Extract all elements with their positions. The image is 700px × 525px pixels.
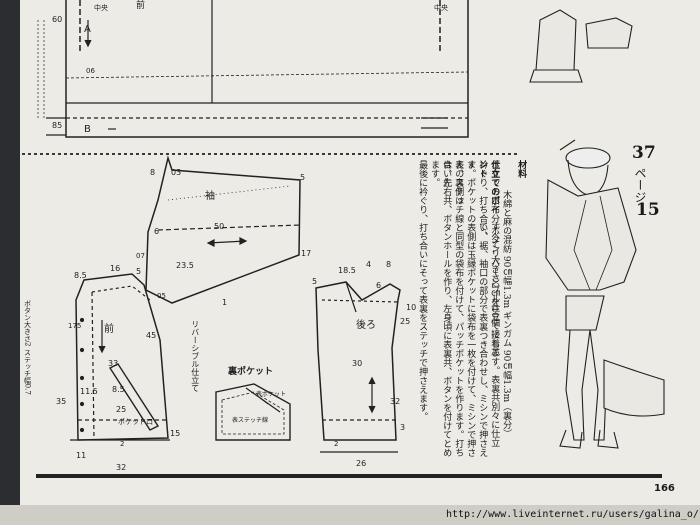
issue-page-word: ページ <box>633 167 647 203</box>
sleeve-dim-5: 5 <box>300 173 305 182</box>
sleeve-dim-05: 05 <box>157 292 166 300</box>
materials-heading: 材料 <box>516 160 527 178</box>
top-center-left-label: 中央 <box>94 3 108 12</box>
sleeve-dim-235: 23.5 <box>176 261 194 270</box>
sleeve-dim-6: 6 <box>154 227 159 236</box>
top-dim-06: 06 <box>86 67 95 75</box>
fashion-illustration <box>529 9 665 449</box>
front-dim-32: 32 <box>116 463 126 472</box>
page-number: 166 <box>654 483 675 494</box>
back-dim-8: 8 <box>386 260 391 269</box>
sleeve-dim-17: 17 <box>301 249 311 258</box>
front-dim-35: 35 <box>56 397 66 406</box>
bottom-background <box>0 505 700 525</box>
top-letter-a: A <box>84 24 91 35</box>
front-dim-2: 2 <box>120 440 124 448</box>
sleeve-outline <box>145 155 301 304</box>
howto-line-3: す。ポケットの表側は玉縁ポケットに袋布を一枚を付けて、ミシンで押さえ、裏側は <box>453 160 476 457</box>
issue-number: 37 <box>632 143 656 163</box>
materials-line-2: ポケット口布分 ボタン 大きさ2㎝を10個 接着芯 <box>489 160 500 357</box>
top-front-label: 前 <box>136 0 145 11</box>
front-dim-175: 175 <box>68 322 81 330</box>
back-dim-10: 10 <box>406 303 416 312</box>
back-dim-30: 30 <box>352 359 362 368</box>
front-dim-85b: 8.5 <box>112 385 125 394</box>
back-dim-4: 4 <box>366 260 371 269</box>
top-pattern-outline <box>65 0 469 138</box>
howto-heading: 仕立てのポイント <box>477 160 500 214</box>
back-dim-6: 6 <box>376 281 381 290</box>
back-dim-32: 32 <box>390 397 400 406</box>
left-dark-background <box>0 0 20 525</box>
pocket-under-note: 表ポケット <box>256 390 286 398</box>
issue-page-ref: 15 <box>636 200 660 220</box>
front-label: 前 <box>104 322 114 335</box>
howto-line-2: 衿ぐり、打ち合い、裾、袖口の部分で表裏つき合わせし、ミシンで押さえま <box>465 160 488 457</box>
front-dim-15: 15 <box>170 429 180 438</box>
back-dim-185: 18.5 <box>338 266 356 275</box>
seam-note: ボタン大きさ2 ステッチ幅0.7 <box>23 300 32 395</box>
back-bodice-outline <box>315 281 401 441</box>
top-dim-85: 85 <box>52 121 62 130</box>
sleeve-dim-8: 8 <box>150 168 155 177</box>
back-dim-2: 2 <box>334 440 338 448</box>
reversible-note: リバーシブル仕立て <box>190 320 200 392</box>
sleeve-dim-03: 03 <box>171 168 181 177</box>
top-center-right-label: 中央 <box>434 3 448 12</box>
pocket-stitch-note: 表ステッチ線 <box>232 416 268 424</box>
front-bodice-outline <box>75 273 169 441</box>
front-pocket-label: ポケット口 <box>118 418 153 426</box>
source-url-watermark: http://www.liveinternet.ru/users/galina_… <box>446 509 699 520</box>
howto-line-1: すべてリバーシブル仕立てにします。表裏共別々に仕立て、 <box>477 222 500 447</box>
sleeve-dim-50: 50 <box>214 222 224 231</box>
materials-line-1: 木綿と麻の混紡 90㎝幅1.3m ギンガム 90㎝幅1.3m（裏分） <box>501 190 512 439</box>
howto-line-6: 最後に衿ぐり、打ち合いにそって表裏をステッチで押さえます。 <box>417 160 428 421</box>
front-dim-25: 25 <box>116 405 126 414</box>
front-dim-33: 33 <box>108 359 118 368</box>
front-dim-5: 5 <box>136 267 141 276</box>
howto-line-4: 表のステッチ線と同型の袋布を付けて、パッチポケットを作ります。打ち合い先 <box>441 160 464 457</box>
back-dim-5: 5 <box>312 277 317 286</box>
back-dim-25: 25 <box>400 317 410 326</box>
back-dim-3: 3 <box>400 423 405 432</box>
sleeve-label: 袖 <box>205 189 215 202</box>
sleeve-dim-1: 1 <box>222 298 227 307</box>
pocket-outline <box>215 383 291 441</box>
pocket-title: 裏ポケット <box>227 365 273 377</box>
front-dim-16: 16 <box>110 264 120 273</box>
front-dim-115: 11.5 <box>80 387 98 396</box>
sleeve-dim-07: 07 <box>136 252 145 260</box>
front-dim-85: 8.5 <box>74 271 87 280</box>
back-label: 後ろ <box>356 318 376 331</box>
front-dim-45: 45 <box>146 331 156 340</box>
howto-line-5: は、左右共、ボタンホールを作り、左身頃に表裏共、ボタンを付けてとめます。 <box>429 160 452 457</box>
back-dim-26: 26 <box>356 459 366 468</box>
top-letter-b: B <box>84 124 91 135</box>
front-dim-11: 11 <box>76 451 86 460</box>
top-dim-60: 60 <box>52 15 62 24</box>
